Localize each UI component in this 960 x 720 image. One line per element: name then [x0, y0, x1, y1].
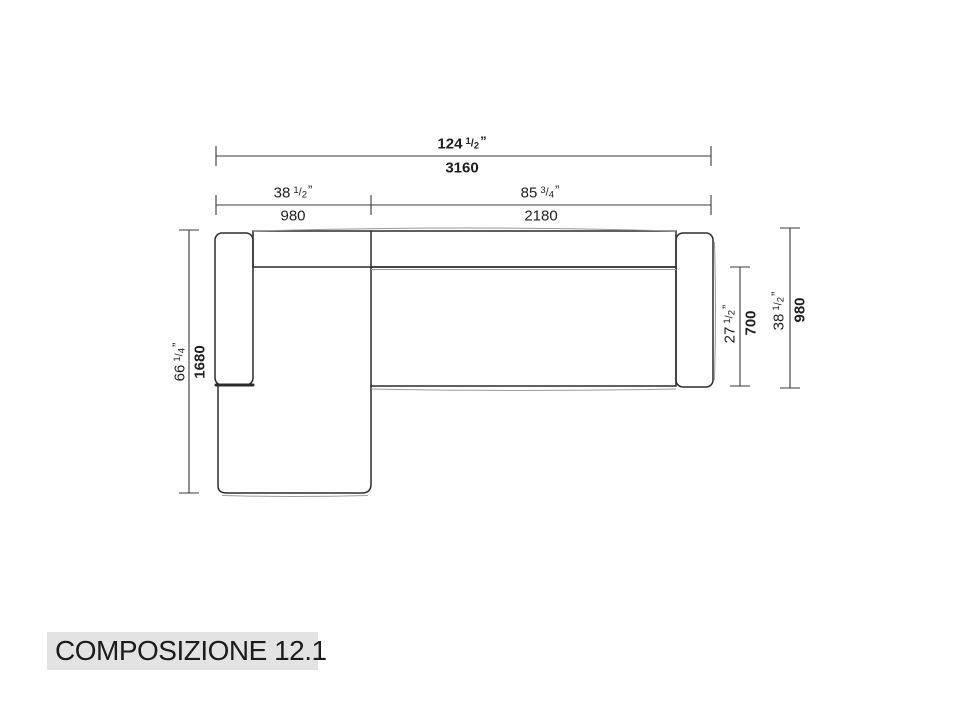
inches-whole: 85: [520, 184, 538, 202]
fraction: 1/2: [722, 310, 739, 324]
dim-overall-width-mm: 3160: [445, 159, 479, 177]
fraction-slash: /: [772, 302, 785, 306]
inches-whole: 124: [437, 135, 463, 153]
inches-whole: 38: [770, 313, 788, 331]
fraction-numerator: 1: [465, 136, 471, 147]
fraction: 1/2: [293, 185, 307, 202]
inches-whole: 66: [171, 364, 189, 382]
dimension-lines: [179, 146, 800, 494]
fraction-denominator: 4: [176, 348, 188, 354]
inch-mark: ”: [169, 342, 185, 347]
inch-mark: ”: [768, 291, 784, 296]
fraction-slash: /: [470, 137, 474, 150]
composition-title: COMPOSIZIONE 12.1: [55, 635, 327, 666]
fraction: 1/2: [771, 297, 788, 311]
inches-whole: 38: [273, 184, 291, 202]
inch-mark: ”: [719, 304, 735, 309]
backrest-outline: [252, 230, 677, 268]
dim-sofa-depth-mm: 980: [791, 297, 809, 323]
inch-mark: ”: [555, 182, 560, 198]
fraction-denominator: 2: [775, 297, 787, 303]
right-arm-outer-curve: [714, 241, 716, 381]
seat-outline: [370, 266, 677, 387]
back-top-curve: [252, 227, 677, 232]
fraction-numerator: 1: [293, 185, 299, 196]
right-arm-outline: [675, 232, 714, 388]
fraction-numerator: 1: [771, 305, 782, 311]
fraction-denominator: 2: [473, 140, 480, 152]
inch-mark: ”: [308, 182, 313, 198]
fraction-denominator: 2: [301, 189, 307, 201]
fraction-denominator: 4: [548, 189, 554, 201]
fraction-slash: /: [173, 353, 186, 357]
dim-seat-depth-inches: 27 1/2”: [719, 304, 739, 344]
fraction-numerator: 3: [540, 185, 546, 196]
fraction-slash: /: [723, 315, 736, 319]
sofa-outline: [214, 230, 714, 494]
fraction: 1/4: [172, 348, 189, 362]
chaise-front-curve: [221, 495, 369, 497]
composition-title-box: COMPOSIZIONE 12.1: [47, 632, 327, 670]
dim-seat-depth-mm: 700: [742, 310, 760, 336]
dim-overall-depth-inches: 66 1/4”: [169, 342, 189, 382]
seat-front-curve: [370, 388, 677, 391]
fraction-numerator: 1: [722, 318, 733, 324]
dim-sofa-width-mm: 2180: [524, 207, 558, 225]
fraction: 1/2: [465, 136, 479, 153]
fraction: 3/4: [540, 185, 554, 202]
echo-lines: [221, 227, 716, 497]
chaise-outline: [217, 384, 372, 494]
fraction-slash: /: [298, 186, 302, 199]
inches-whole: 27: [721, 326, 739, 344]
fraction-denominator: 2: [726, 310, 738, 316]
left-arm-outline: [214, 232, 254, 386]
inch-mark: ”: [480, 133, 487, 149]
dim-sofa-depth-inches: 38 1/2”: [768, 291, 788, 331]
fraction-numerator: 1: [172, 356, 183, 362]
dim-overall-depth-mm: 1680: [191, 345, 209, 379]
fraction-slash: /: [545, 186, 549, 199]
dim-chaise-width-mm: 980: [280, 207, 306, 225]
